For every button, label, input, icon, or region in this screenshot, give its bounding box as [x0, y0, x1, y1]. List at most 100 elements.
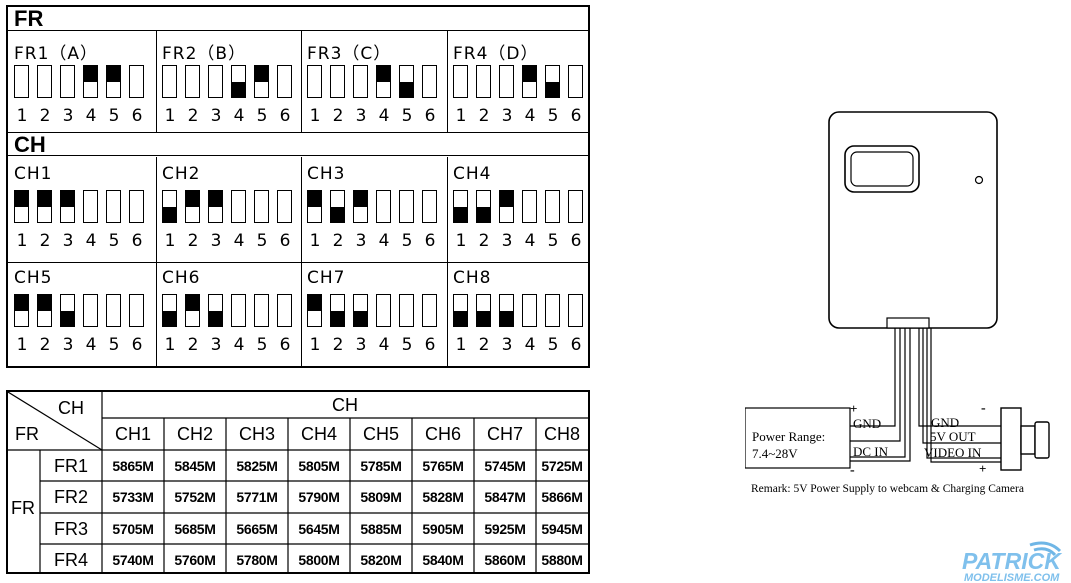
- fr-group-label: FR2（B）: [162, 44, 247, 64]
- dip-switch: [129, 190, 144, 223]
- dip-switch-knob: [163, 206, 176, 222]
- switch-number: 5: [547, 106, 559, 126]
- dip-switch-knob: [377, 66, 390, 82]
- dip-switch: [208, 190, 223, 223]
- power-range-label: Power Range:: [752, 429, 825, 444]
- device-window-outer: [844, 145, 920, 193]
- frequency-cell: 5845M: [174, 458, 216, 474]
- frequency-cell: 5809M: [360, 489, 402, 505]
- column-header: CH7: [486, 424, 523, 444]
- grid-line: [8, 262, 588, 263]
- frequency-cell: 5805M: [298, 458, 340, 474]
- dip-switch: [14, 294, 29, 327]
- switch-number: 3: [501, 231, 513, 251]
- switch-number: 4: [233, 106, 245, 126]
- dip-switch: [545, 294, 560, 327]
- dip-switch: [60, 294, 75, 327]
- frequency-cell: 5825M: [236, 458, 278, 474]
- dip-switch: [376, 294, 391, 327]
- frequency-cell: 5685M: [174, 521, 216, 537]
- dip-switch: [60, 65, 75, 98]
- dip-switch: [37, 65, 52, 98]
- dip-switch-knob: [354, 310, 367, 326]
- dip-switch: [14, 190, 29, 223]
- dip-switch-knob: [331, 310, 344, 326]
- dip-switch: [277, 294, 292, 327]
- ch-group-label: CH7: [307, 268, 346, 288]
- dip-switch: [545, 190, 560, 223]
- switch-number: 1: [16, 335, 28, 355]
- switch-number: 2: [39, 231, 51, 251]
- corner-fr-label: FR: [15, 424, 39, 444]
- ch-header: CH: [332, 395, 358, 415]
- frequency-cell: 5790M: [298, 489, 340, 505]
- switch-number: 2: [39, 335, 51, 355]
- switch-number: 3: [62, 231, 74, 251]
- dip-switch: [330, 65, 345, 98]
- device-led: [974, 175, 984, 185]
- dip-switch-knob: [163, 310, 176, 326]
- frequency-cell: 5740M: [112, 552, 154, 568]
- dip-switch: [106, 294, 121, 327]
- frequency-cell: 5905M: [422, 521, 464, 537]
- dip-switch: [231, 294, 246, 327]
- dip-switch: [254, 294, 269, 327]
- switch-number: 3: [501, 335, 513, 355]
- wifi-icon: [1029, 541, 1062, 557]
- switch-number: 6: [131, 106, 143, 126]
- dip-switch: [399, 65, 414, 98]
- column-header: CH2: [176, 424, 213, 444]
- frequency-cell: 5771M: [236, 489, 278, 505]
- frequency-cell: 5752M: [174, 489, 216, 505]
- switch-number: 3: [501, 106, 513, 126]
- switch-number: 6: [279, 335, 291, 355]
- dip-switch-knob: [186, 295, 199, 311]
- switch-number: 5: [256, 231, 268, 251]
- grid-line: [447, 31, 448, 132]
- dip-switch: [376, 65, 391, 98]
- switch-number: 2: [332, 231, 344, 251]
- switch-number: 1: [16, 231, 28, 251]
- gnd-right-label: GND: [931, 415, 959, 430]
- ch-group-label: CH8: [453, 268, 492, 288]
- switch-number: 1: [455, 231, 467, 251]
- switch-number: 5: [401, 106, 413, 126]
- dip-switch: [185, 294, 200, 327]
- dip-switch: [277, 190, 292, 223]
- switch-number: 6: [424, 231, 436, 251]
- camera-body: [1000, 407, 1022, 471]
- minus-left: -: [850, 463, 855, 478]
- frequency-cell: 5760M: [174, 552, 216, 568]
- dip-switch: [307, 190, 322, 223]
- frequency-cell: 5645M: [298, 521, 340, 537]
- switch-number: 4: [85, 106, 97, 126]
- dip-switch: [254, 190, 269, 223]
- dip-switch: [522, 65, 537, 98]
- switch-number: 5: [108, 231, 120, 251]
- dip-switch: [353, 65, 368, 98]
- frequency-cell: 5925M: [484, 521, 526, 537]
- dip-switch: [399, 294, 414, 327]
- dip-switch: [307, 65, 322, 98]
- switch-number: 3: [355, 106, 367, 126]
- switch-number: 6: [570, 335, 582, 355]
- switch-number: 2: [478, 335, 490, 355]
- dip-switch: [307, 294, 322, 327]
- switch-number: 5: [547, 231, 559, 251]
- dip-switch: [37, 294, 52, 327]
- switch-number: 3: [210, 106, 222, 126]
- grid-line: [156, 31, 157, 132]
- dip-switch-knob: [523, 66, 536, 82]
- dip-switch-knob: [477, 310, 490, 326]
- dip-switch-knob: [400, 81, 413, 97]
- switch-number: 1: [16, 106, 28, 126]
- frequency-cell: 5665M: [236, 521, 278, 537]
- fr-group-label: FR3（C）: [307, 44, 392, 64]
- switch-number: 2: [478, 106, 490, 126]
- dip-switch: [476, 190, 491, 223]
